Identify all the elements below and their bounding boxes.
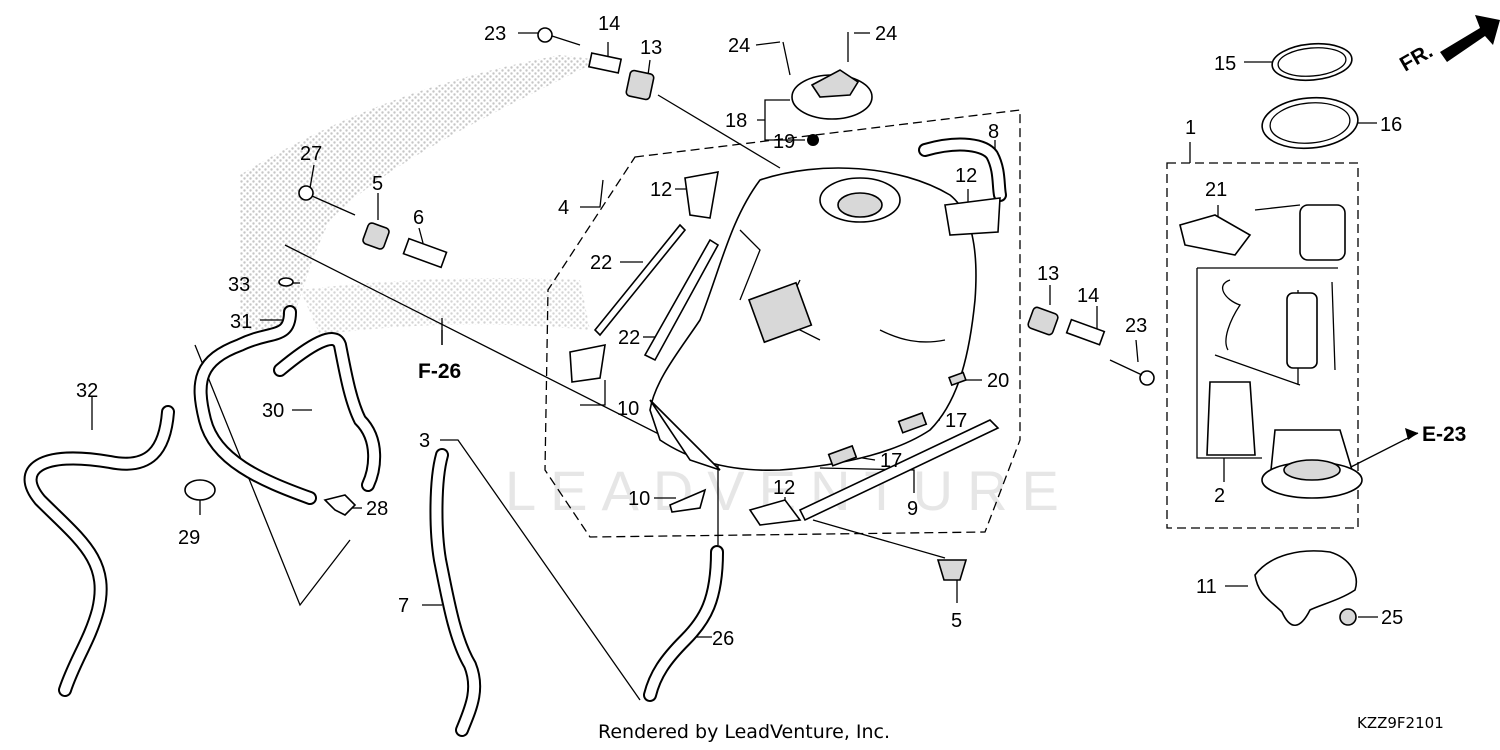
callout-20: 20: [987, 370, 1009, 392]
reference-e23: E-23: [1422, 423, 1466, 446]
callout-22-lower: 22: [618, 327, 640, 349]
callout-17-upper: 17: [945, 410, 967, 432]
fuel-pump-assembly-outline: [1166, 162, 1359, 529]
callout-12-right: 12: [955, 165, 977, 187]
callout-9: 9: [907, 498, 918, 520]
callout-24-left: 24: [728, 35, 750, 57]
hardware: [184, 27, 1357, 626]
fuel-cap: [782, 32, 873, 146]
callout-29: 29: [178, 527, 200, 549]
callout-2: 2: [1214, 485, 1225, 507]
callout-27: 27: [300, 143, 322, 165]
arrow-up-right-icon: [1440, 15, 1500, 62]
callout-25: 25: [1381, 607, 1403, 629]
callout-13-right: 13: [1037, 263, 1059, 285]
pump-bracket-line: [1196, 268, 1262, 459]
callout-14-right: 14: [1077, 285, 1099, 307]
callout-11: 11: [1196, 576, 1217, 598]
callout-31: 31: [230, 311, 252, 333]
callout-32: 32: [76, 380, 98, 402]
callout-17-lower: 17: [880, 450, 902, 472]
callout-13-top: 13: [640, 37, 662, 59]
callout-5-bottom: 5: [951, 610, 962, 632]
callout-18: 18: [725, 110, 747, 132]
seal-ring-16: [1261, 96, 1359, 150]
callout-30: 30: [262, 400, 284, 422]
callout-1: 1: [1185, 117, 1196, 139]
rendered-by-credit: Rendered by LeadVenture, Inc.: [598, 721, 890, 743]
callout-14-top: 14: [598, 13, 620, 35]
front-label: FR.: [1396, 39, 1437, 76]
callout-26: 26: [712, 628, 734, 650]
front-direction-indicator: FR.: [1396, 15, 1500, 76]
callout-5-top: 5: [372, 173, 383, 195]
reference-f26: F-26: [418, 360, 461, 383]
seal-ring-15-inner: [1277, 47, 1347, 77]
callout-19: 19: [773, 131, 795, 153]
callout-23-right: 23: [1125, 315, 1147, 337]
callout-4: 4: [558, 197, 569, 219]
fuel-tank-assembly-outline: [544, 109, 1021, 538]
callout-28: 28: [366, 498, 388, 520]
pads-and-strips: [569, 171, 1001, 526]
callout-24-right: 24: [875, 23, 897, 45]
callout-7: 7: [398, 595, 409, 617]
callout-21: 21: [1205, 179, 1227, 201]
stipple-background-2: [300, 278, 590, 335]
callout-3: 3: [419, 430, 430, 452]
diagram-code: KZZ9F2101: [1357, 714, 1444, 732]
callout-8: 8: [988, 121, 999, 143]
callout-23-top: 23: [484, 23, 506, 45]
fuel-tank: [649, 167, 977, 472]
callout-15: 15: [1214, 53, 1236, 75]
callout-10-upper: 10: [617, 398, 639, 420]
callout-12-bottom: 12: [773, 477, 795, 499]
fuel-pump-parts: [1179, 204, 1363, 499]
e23-reference-arrow: [1405, 428, 1418, 440]
callout-12-left: 12: [650, 179, 672, 201]
pump-protector-plate: [1254, 550, 1357, 627]
hoses: [23, 137, 1007, 737]
callouts: 23 14 13 24 24 18 19 8 1 15 16 21 2 11 2…: [76, 13, 1403, 650]
callout-16: 16: [1380, 114, 1402, 136]
callout-10-lower: 10: [628, 488, 650, 510]
seal-ring-15: [1271, 42, 1353, 82]
callout-22-upper: 22: [590, 252, 612, 274]
callout-33: 33: [228, 274, 250, 296]
seal-ring-16-inner: [1269, 102, 1351, 144]
callout-6: 6: [413, 207, 424, 229]
